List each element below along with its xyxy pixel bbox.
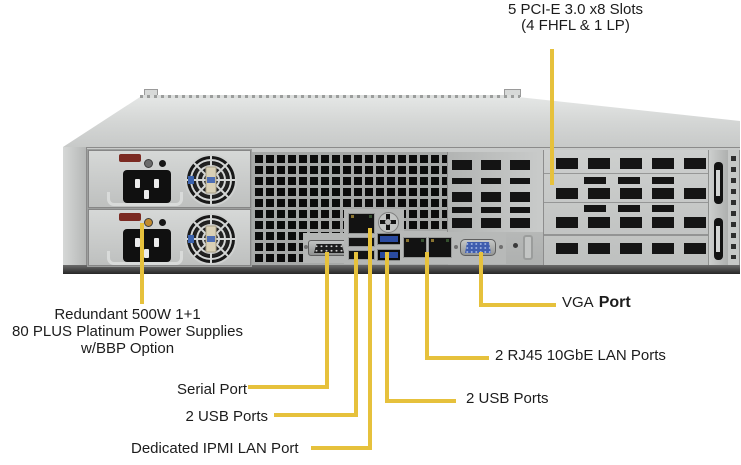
rail-latch	[714, 162, 723, 204]
slot-vent-dashes	[452, 160, 530, 170]
slot-vent-dashes	[556, 217, 706, 228]
pcie-slot-covers	[543, 150, 727, 265]
slot-vent-dashes	[452, 218, 530, 228]
lan-ports-label: 2 RJ45 10GbE LAN Ports	[495, 347, 666, 364]
psu-led	[144, 159, 153, 168]
psu-module-bottom	[88, 209, 251, 266]
psu-fan-grille	[185, 213, 237, 265]
edge-notches	[731, 156, 736, 259]
slot-seam	[544, 202, 727, 203]
pcie-callout-line	[550, 49, 554, 185]
pcie-label-line1: 5 PCI-E 3.0 x8 Slots	[507, 1, 644, 18]
chassis-bottom-edge	[63, 265, 740, 274]
psu-handle	[107, 251, 183, 265]
psu-module-top	[88, 150, 251, 208]
lan-vga-plate	[400, 231, 506, 264]
chassis-rail-right	[708, 150, 728, 265]
slot-vent-dashes	[452, 192, 530, 202]
psu-bay	[87, 149, 252, 267]
slot-vent-dashes	[584, 205, 674, 212]
usb-ports-left-label: 2 USB Ports	[185, 408, 268, 425]
psu-handle	[107, 192, 183, 206]
usb-ports-right-label: 2 USB Ports	[466, 390, 549, 407]
ac-inlet	[123, 170, 171, 203]
vga-screw	[499, 245, 503, 249]
serial-port-pins	[314, 244, 344, 253]
psu-latch	[119, 154, 141, 162]
slot-vent-dashes	[556, 158, 706, 169]
vga-screw	[454, 245, 458, 249]
io-port-stack	[344, 209, 404, 264]
psu-label-line3: w/BBP Option	[80, 340, 175, 357]
ac-inlet	[123, 229, 171, 262]
psu-button	[159, 160, 166, 167]
chassis-tab-right	[504, 89, 521, 97]
panel-bracket	[523, 235, 533, 260]
pcie-slots-label: 5 PCI-E 3.0 x8 Slots (4 FHFL & 1 LP)	[468, 2, 683, 34]
slot-seam	[544, 173, 727, 174]
vga-label-regular: VGA	[562, 294, 594, 311]
psu-label: Redundant 500W 1+1 80 PLUS Platinum Powe…	[4, 306, 251, 357]
chassis-left-edge	[63, 147, 87, 265]
slot-vent-dashes	[556, 243, 706, 254]
ipmi-lan-label: Dedicated IPMI LAN Port	[131, 440, 299, 457]
serial-port-label: Serial Port	[176, 381, 247, 398]
slot-vent-dashes	[556, 188, 706, 199]
lan-port-left	[403, 237, 427, 258]
vga-port-pins	[465, 242, 491, 253]
usb3-port	[377, 233, 401, 245]
chassis-tab-left	[144, 89, 158, 97]
lan-port-right	[428, 237, 452, 258]
round-knockout	[378, 212, 399, 233]
knockout-center	[385, 219, 391, 225]
psu-label-line2: 80 PLUS Platinum Power Supplies	[12, 323, 243, 340]
psu-callout-line	[140, 223, 144, 304]
slot-vent-dashes	[452, 178, 530, 184]
lid-serration	[140, 95, 520, 98]
chassis-right-edge	[728, 150, 740, 265]
usb3-port	[377, 249, 401, 261]
vga-port	[460, 239, 496, 256]
serial-port	[308, 240, 350, 256]
usb-port	[348, 237, 375, 247]
panel-hole	[513, 243, 518, 248]
rail-latch	[714, 218, 723, 260]
psu-button	[159, 219, 166, 226]
psu-label-line1: Redundant 500W 1+1	[54, 306, 201, 323]
psu-led	[144, 218, 153, 227]
slot-vent-dashes	[452, 207, 530, 213]
psu-fan-grille	[185, 154, 237, 206]
pcie-slot-column	[447, 152, 543, 232]
chassis-lid	[63, 97, 740, 147]
psu-latch	[119, 213, 141, 221]
slot-seam	[544, 234, 727, 236]
slot-vent-dashes	[584, 177, 674, 184]
usb-port	[348, 250, 375, 260]
pcie-label-line2: (4 FHFL & 1 LP)	[521, 17, 630, 34]
vga-label-bold: Port	[598, 294, 631, 311]
